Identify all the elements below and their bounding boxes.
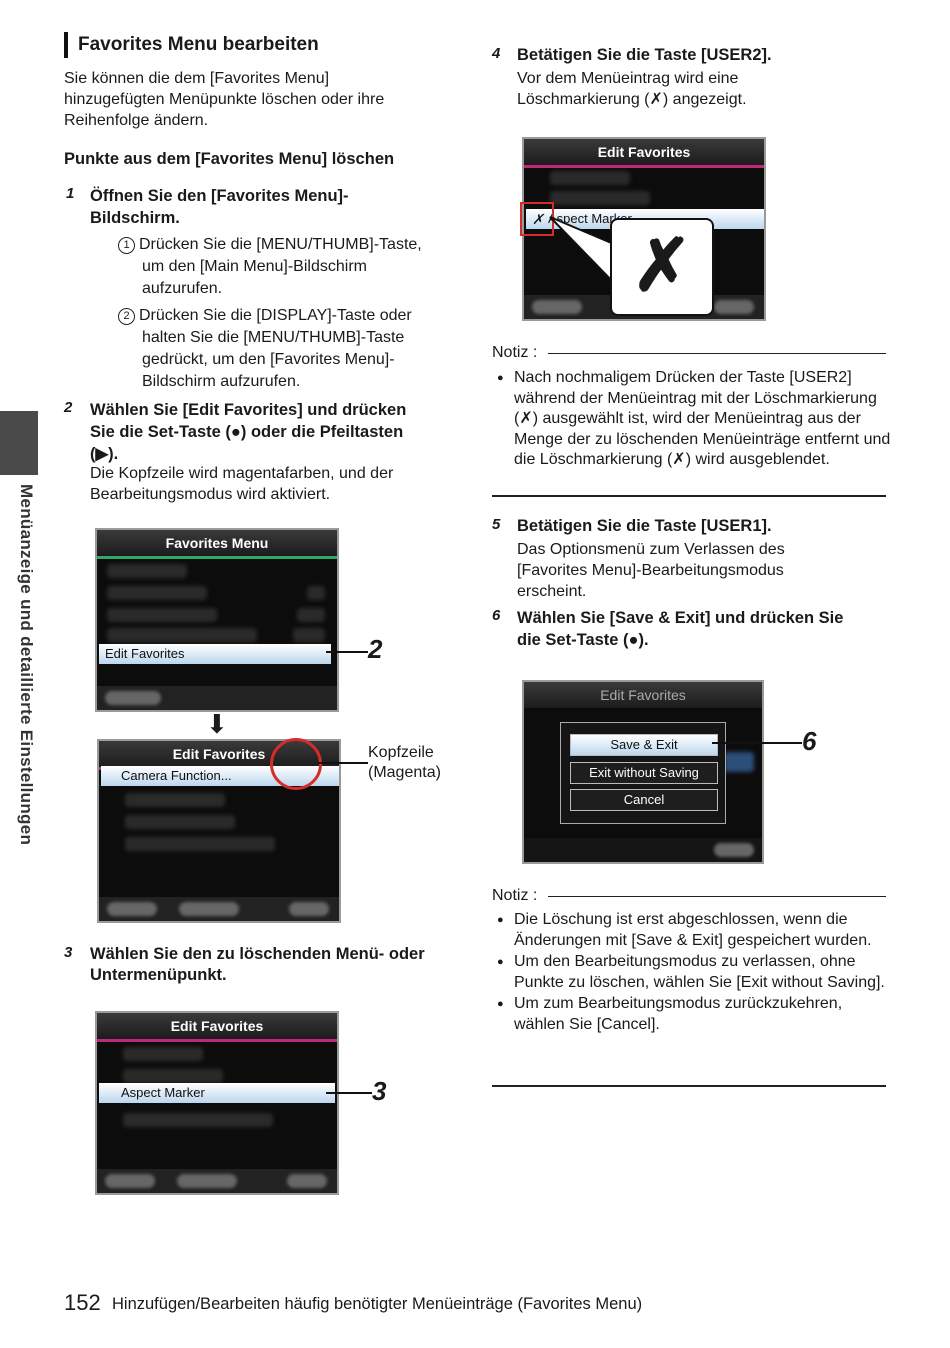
note-end-divider	[492, 1085, 886, 1087]
header-callout-label: Kopfzeile(Magenta)	[368, 744, 441, 781]
note-divider	[548, 353, 886, 354]
step1-title: Öffnen Sie den [Favorites Menu]-Bildschi…	[90, 187, 349, 227]
note-item: Um den Bearbeitungsmodus zu verlassen, o…	[492, 952, 892, 993]
edit-favorites-screen-2: Edit Favorites Aspect Marker	[95, 1011, 339, 1195]
note-divider	[548, 896, 886, 897]
substep-marker: 1	[118, 237, 135, 254]
side-tab-marker	[0, 411, 38, 475]
exit-without-saving-button[interactable]: Exit without Saving	[570, 762, 718, 784]
step-number: 4	[492, 45, 501, 62]
menu-item-edit-favorites[interactable]: Edit Favorites	[99, 644, 331, 664]
step-number: 5	[492, 516, 501, 533]
step5-title: Betätigen Sie die Taste [USER1].	[517, 517, 772, 535]
arrow-down-icon: ⬇	[206, 709, 228, 739]
section-title: Favorites Menu bearbeiten	[64, 32, 319, 58]
callout-line	[326, 651, 368, 653]
exit-options-screen: Edit Favorites Save & Exit Exit without …	[522, 680, 764, 864]
note2-list: Die Löschung ist erst abgeschlossen, wen…	[492, 910, 892, 1036]
callout-line	[712, 742, 802, 744]
screen-header: Edit Favorites	[97, 1013, 337, 1042]
save-exit-button[interactable]: Save & Exit	[570, 734, 718, 756]
step-number: 6	[492, 607, 501, 624]
delete-mark-icon: ✗	[532, 211, 544, 227]
note1-list: Nach nochmaligem Drücken der Taste [USER…	[492, 368, 892, 472]
delete-mark-zoom-icon: ✗	[610, 218, 714, 316]
footer-title: Hinzufügen/Bearbeiten häufig benötigter …	[112, 1295, 643, 1313]
step6-title: Wählen Sie [Save & Exit] und drücken Sie…	[517, 609, 844, 649]
step-number: 2	[64, 399, 73, 416]
cancel-button[interactable]: Cancel	[570, 789, 718, 811]
step-number: 3	[64, 944, 73, 961]
callout-number: 6	[802, 726, 817, 756]
subheading: Punkte aus dem [Favorites Menu] löschen	[64, 150, 395, 168]
note-item: Die Löschung ist erst abgeschlossen, wen…	[492, 910, 892, 951]
step5-body: Das Optionsmenü zum Verlassen des[Favori…	[517, 541, 785, 600]
note-item: Nach nochmaligem Drücken der Taste [USER…	[492, 368, 892, 471]
note-label: Notiz :	[492, 887, 538, 904]
menu-item-aspect-marker[interactable]: Aspect Marker	[99, 1083, 335, 1103]
screen-header: Edit Favorites	[524, 139, 764, 168]
callout-number: 2	[368, 634, 383, 664]
step-number: 1	[66, 185, 75, 202]
step4-title: Betätigen Sie die Taste [USER2].	[517, 46, 772, 64]
screen-header: Edit Favorites	[524, 682, 762, 708]
callout-line	[318, 762, 368, 764]
favorites-menu-screen: Favorites Menu Edit Favorites	[95, 528, 339, 712]
substep-marker: 2	[118, 308, 135, 325]
side-tab-label: Menüanzeige und detaillierte Einstellung…	[17, 484, 36, 846]
note-item: Um zum Bearbeitungsmodus zurückzukehren,…	[492, 994, 892, 1035]
callout-number: 3	[372, 1076, 387, 1106]
note-end-divider	[492, 495, 886, 497]
step2-body: Die Kopfzeile wird magentafarben, und de…	[90, 465, 394, 503]
intro-text: Sie können die dem [Favorites Menu]hinzu…	[64, 70, 385, 129]
screen-header: Favorites Menu	[97, 530, 337, 559]
note-label: Notiz :	[492, 344, 538, 361]
highlight-circle	[270, 738, 322, 790]
page-number: 152	[64, 1290, 101, 1315]
callout-line	[326, 1092, 372, 1094]
